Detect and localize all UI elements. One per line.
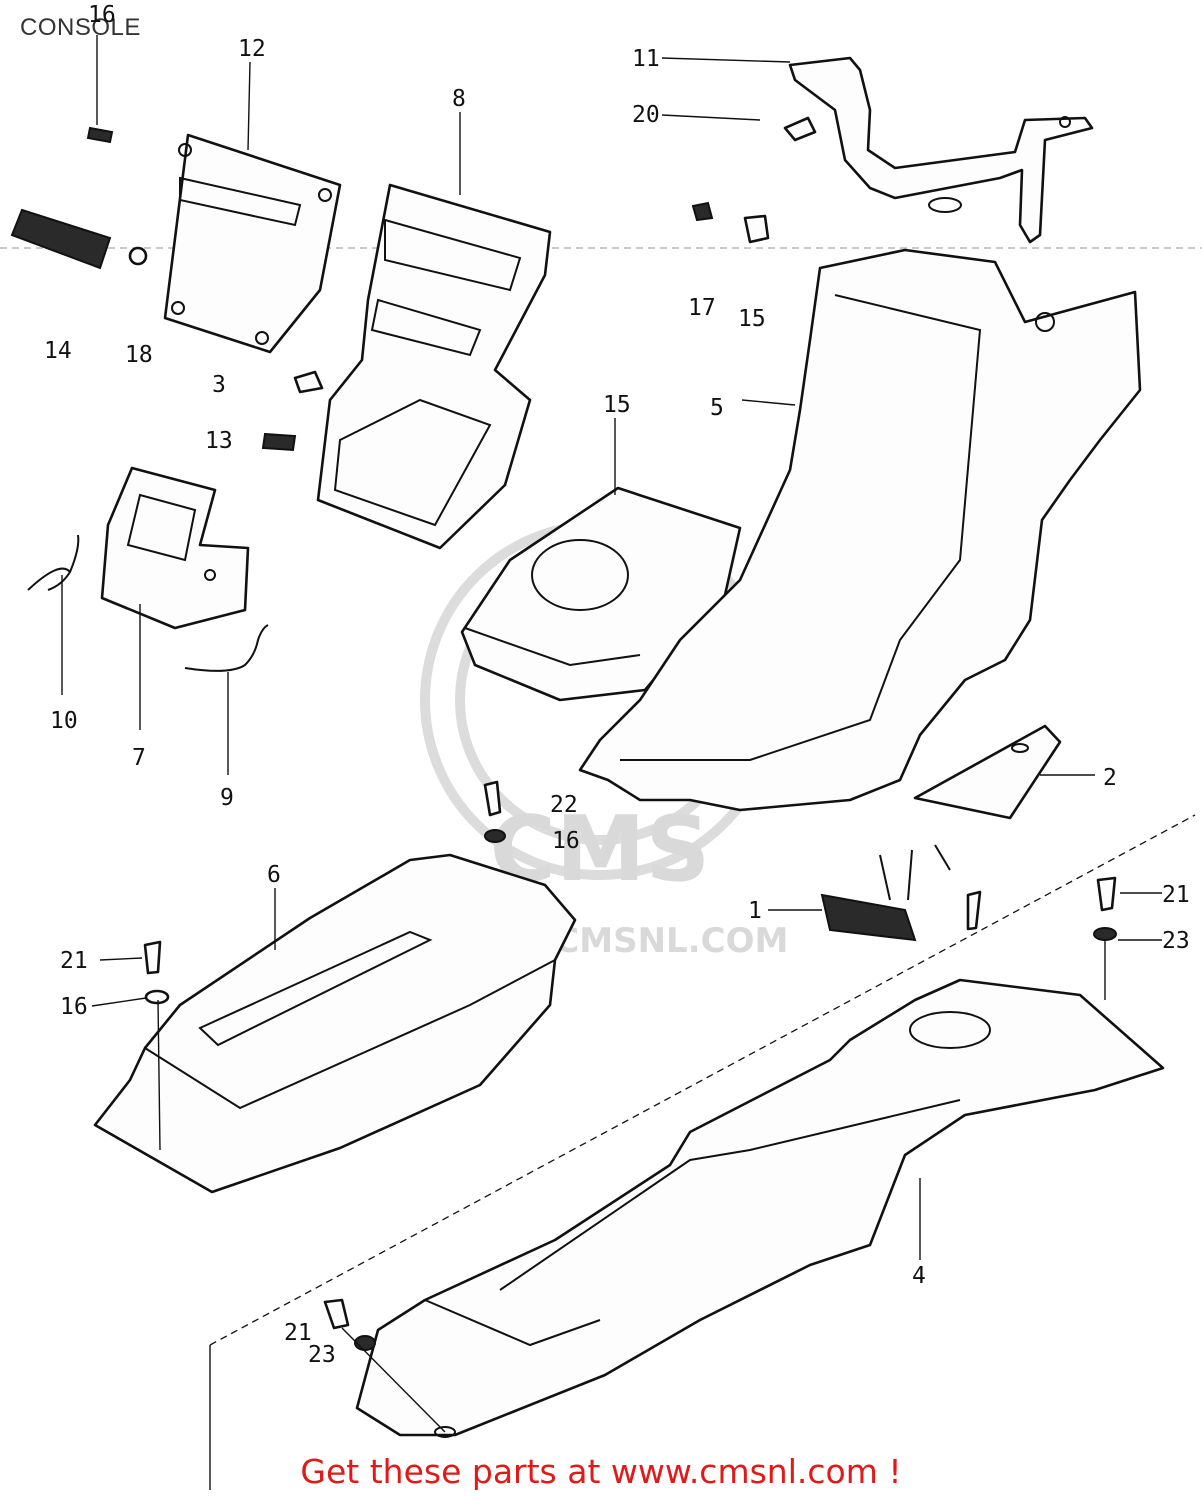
callout-16-mid: 16	[552, 828, 580, 854]
part-17-screw	[691, 201, 714, 222]
callout-23-right: 23	[1162, 928, 1190, 954]
callout-6: 6	[267, 862, 281, 888]
callout-20: 20	[632, 102, 660, 128]
callout-23-bottom: 23	[308, 1342, 336, 1368]
callout-1: 1	[748, 898, 762, 924]
part-5-console-housing	[578, 248, 1142, 812]
callout-17: 17	[688, 295, 716, 321]
small-fasteners	[86, 126, 770, 452]
part-13-bulb	[261, 432, 297, 452]
part-23-washer-right	[1093, 927, 1117, 941]
part-8-center-panel	[316, 183, 552, 550]
part-16-washer	[743, 214, 770, 244]
part-16-washer-upper	[484, 829, 506, 843]
separation-line	[209, 814, 1196, 1346]
leader-lines	[61, 35, 1162, 1490]
part-10-spring	[27, 534, 80, 591]
part-screw-right	[966, 890, 982, 931]
callout-13: 13	[205, 428, 233, 454]
callout-21-bottom: 21	[284, 1320, 312, 1346]
callout-5: 5	[710, 395, 724, 421]
part-1-connector	[820, 844, 951, 942]
part-16-washer-left	[144, 989, 170, 1005]
part-15-insert	[460, 486, 742, 702]
part-3-clip	[293, 370, 324, 394]
callout-14: 14	[44, 338, 72, 364]
part-2-cover-plate	[913, 724, 1062, 820]
part-19-screw	[86, 126, 114, 144]
part-21-bolt-right	[1096, 876, 1117, 912]
callout-labels: 16 12 8 11 20 17 15 14 18 3 13 15 5 10 7…	[44, 2, 1190, 1368]
part-9-spring	[184, 624, 269, 672]
diagram-title: CONSOLE	[20, 14, 141, 41]
callout-8: 8	[452, 86, 466, 112]
callout-21-left: 21	[60, 948, 88, 974]
callout-9: 9	[220, 785, 234, 811]
callout-19: 16	[88, 2, 116, 28]
part-6-lower-tray	[93, 853, 577, 1194]
callout-10: 10	[50, 708, 78, 734]
callout-3: 3	[212, 372, 226, 398]
part-7-switch-box	[100, 466, 250, 630]
part-21-bolt-left	[143, 940, 162, 975]
callout-16-left: 16	[60, 994, 88, 1020]
callout-7: 7	[132, 745, 146, 771]
part-21-bolt-bottom	[323, 1298, 350, 1330]
callout-18: 18	[125, 342, 153, 368]
callout-15: 15	[603, 392, 631, 418]
callout-2: 2	[1103, 765, 1117, 791]
callout-21-right: 21	[1162, 882, 1190, 908]
part-4-floor-console	[355, 978, 1165, 1438]
callout-11: 11	[632, 46, 660, 72]
callout-4: 4	[912, 1263, 926, 1289]
part-22-bolt	[483, 780, 502, 817]
part-14-switch-strip	[10, 208, 112, 270]
footer-link-text[interactable]: Get these parts at www.cmsnl.com !	[300, 1452, 902, 1491]
part-12-panel	[163, 133, 342, 354]
callout-16-top: 15	[738, 306, 766, 332]
part-11-bracket	[783, 56, 1094, 244]
part-23-washer-bottom	[354, 1335, 376, 1351]
callout-12: 12	[238, 36, 266, 62]
part-18-nut	[128, 246, 148, 266]
callout-22: 22	[550, 792, 578, 818]
